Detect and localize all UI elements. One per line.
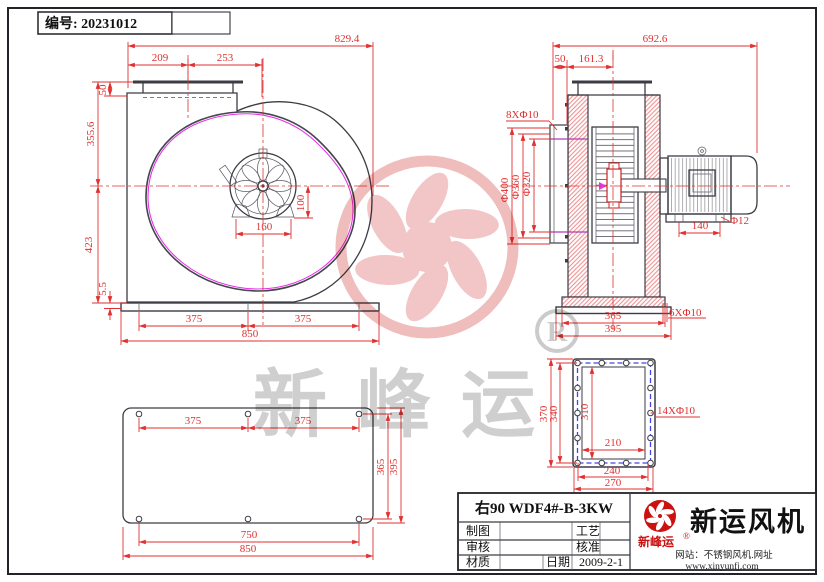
housing-right-wall	[644, 94, 661, 298]
motor	[659, 146, 758, 223]
dim-main-foot-left: 375	[186, 313, 203, 325]
side-section-view: 692.6 50 161.3 8XΦ10 Φ400 Φ360 Φ320 140 …	[499, 33, 790, 340]
drafter-label: 制图	[466, 524, 490, 538]
dim-plate-bolt-right: 375	[295, 415, 312, 427]
volute-housing	[126, 92, 373, 303]
dim-main-hub-span: 160	[256, 221, 273, 233]
flange-bolt-holes	[574, 359, 654, 467]
dim-motor-foot-hole: Φ12	[730, 215, 749, 227]
dim-flange-outer-width: 270	[605, 477, 622, 489]
outlet-flange-view: 370 340 310 210 240 270 14XΦ10	[538, 358, 700, 493]
date-label: 日期	[546, 555, 570, 569]
dim-main-center-to-base: 423	[83, 236, 95, 253]
dim-flange-opening-width: 210	[605, 437, 622, 449]
serial-number-text: 编号: 20231012	[45, 15, 137, 32]
base-plate-view: 375 375 750 850 365 395	[122, 407, 405, 560]
base-plate-dimension-lines	[122, 407, 404, 559]
dim-main-base-thickness: 5.5	[97, 282, 109, 296]
page-border	[7, 7, 817, 575]
dim-main-center-to-flange: 355.6	[85, 121, 97, 146]
watermark-layer: 新峰运 R	[253, 155, 579, 447]
dim-main-flange-height: 50	[97, 84, 109, 96]
dim-motor-foot-span: 140	[692, 220, 709, 232]
website-line2: www.xinyunfj.com	[685, 561, 759, 572]
dim-side-161: 161.3	[579, 53, 604, 65]
dim-flange-outer-height: 370	[538, 405, 550, 422]
outlet-flange-dimension-lines	[548, 358, 654, 492]
volute-interior-outline	[145, 110, 356, 292]
auditor-label: 审核	[466, 539, 490, 554]
dim-side-50: 50	[555, 53, 567, 65]
dim-plate-bolt-left: 375	[185, 415, 202, 427]
dim-main-hub-height: 100	[295, 194, 307, 211]
dim-flange-bolt-spec: 14XΦ10	[657, 405, 695, 417]
hub-and-shaft	[599, 162, 667, 209]
dim-flange-bolt-width: 240	[604, 465, 621, 477]
main-view-dimension-lines	[95, 43, 380, 344]
dim-inlet-bolt-circle: Φ360	[510, 174, 522, 199]
dim-main-total-width: 829.4	[335, 33, 360, 45]
dim-main-outlet-left: 209	[152, 52, 169, 64]
dim-inlet-dia: Φ320	[521, 171, 533, 196]
watermark-brand-text: 新峰运	[253, 365, 565, 447]
dim-flange-bolt-height: 340	[548, 405, 560, 422]
pedestal	[561, 296, 666, 308]
watermark-reg-letter: R	[547, 317, 568, 348]
side-outlet-flange	[572, 80, 652, 84]
brand-reg-mark: ®	[683, 531, 690, 541]
dim-main-outlet-right: 253	[217, 52, 234, 64]
approver-label: 核准	[576, 540, 600, 554]
housing-left-wall	[567, 94, 589, 298]
company-logo-icon	[644, 500, 676, 532]
date-value: 2009-2-1	[579, 555, 623, 569]
base-plate-edge	[120, 302, 380, 312]
material-label: 材质	[466, 555, 490, 569]
company-name-text: 新运风机	[690, 506, 806, 537]
process-label: 工艺	[576, 524, 600, 538]
dim-inlet-bolts: 8XΦ10	[506, 109, 539, 121]
dim-plate-bolt-length: 750	[241, 529, 258, 541]
dim-side-base-width: 365	[605, 310, 622, 322]
dim-plate-total-length: 850	[240, 543, 257, 555]
dim-plate-total-depth: 395	[388, 458, 400, 475]
serial-number-box: 编号: 20231012	[37, 11, 231, 35]
main-scroll-view: 829.4 209 253 50 355.6 423 5.5 100 160 3…	[83, 33, 392, 345]
dim-main-base-total: 850	[242, 328, 259, 340]
base-plate-outline	[122, 407, 374, 524]
dim-flange-opening-height: 310	[579, 403, 591, 420]
base-plate-holes	[135, 410, 363, 523]
title-block: 右90 WDF4#-B-3KW 制图 工艺 审核 核准 材质 日期 2009-2…	[457, 492, 817, 572]
model-title: 右90 WDF4#-B-3KW	[475, 499, 613, 517]
dim-plate-bolt-depth: 365	[375, 458, 387, 475]
brand-name-text: 新峰运	[638, 534, 674, 549]
watermark-registered-icon: R	[535, 309, 579, 353]
dim-side-total-width: 692.6	[643, 33, 668, 45]
dim-main-foot-right: 375	[295, 313, 312, 325]
website-line1: 网站：不锈钢风机.网址	[675, 549, 773, 561]
dim-base-bolts: 6XΦ10	[669, 307, 702, 319]
volute-interior-magenta	[147, 113, 354, 290]
dim-side-base-total: 395	[605, 323, 622, 335]
watermark-fan-icon	[335, 155, 519, 339]
